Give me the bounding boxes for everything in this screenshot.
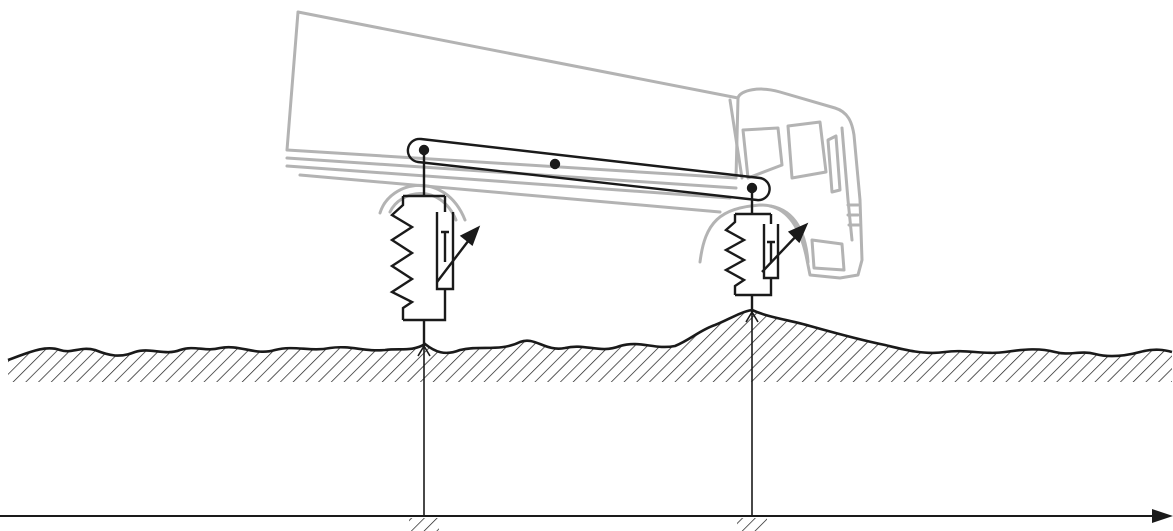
rear-spring-icon bbox=[389, 196, 415, 320]
truck-cab-windshield bbox=[786, 120, 828, 180]
front-frame-bottom bbox=[735, 278, 773, 297]
road-input-lines bbox=[423, 312, 753, 516]
truck-front-bumper bbox=[810, 238, 846, 272]
rear-suspension bbox=[389, 150, 481, 346]
truck-cargo-box bbox=[285, 10, 740, 180]
truck-rear-fender-inner bbox=[388, 192, 458, 222]
road-profile bbox=[7, 308, 1173, 382]
front-adjust-arrowhead-icon bbox=[787, 222, 809, 244]
front-ground-support-hatch bbox=[737, 518, 767, 531]
front-spring-icon bbox=[723, 214, 747, 295]
rear-ground-support-hatch bbox=[409, 518, 439, 531]
rigid-beam bbox=[406, 137, 771, 202]
truck-silhouette bbox=[285, 10, 864, 280]
front-suspension bbox=[723, 188, 809, 312]
truck-cab-door-window bbox=[741, 126, 784, 180]
road-surface-line bbox=[7, 308, 1173, 362]
truck-rear-fender bbox=[378, 183, 467, 222]
rear-adjust-arrowhead-icon bbox=[459, 225, 481, 246]
rear-adjust-arrow bbox=[436, 235, 473, 283]
beam-center-of-mass bbox=[549, 158, 561, 170]
truck-cab-front bbox=[840, 126, 861, 242]
horizontal-axis bbox=[0, 509, 1173, 531]
front-adjust-arrow bbox=[761, 231, 801, 273]
beam-body bbox=[406, 137, 771, 202]
truck-cab-mirror bbox=[826, 134, 842, 194]
truck-cab-roof bbox=[728, 98, 744, 180]
truck-cab bbox=[736, 87, 864, 280]
rear-frame-bottom bbox=[403, 289, 447, 322]
axis-arrowhead-icon bbox=[1152, 509, 1173, 523]
truck-chassis-rail bbox=[285, 156, 738, 214]
